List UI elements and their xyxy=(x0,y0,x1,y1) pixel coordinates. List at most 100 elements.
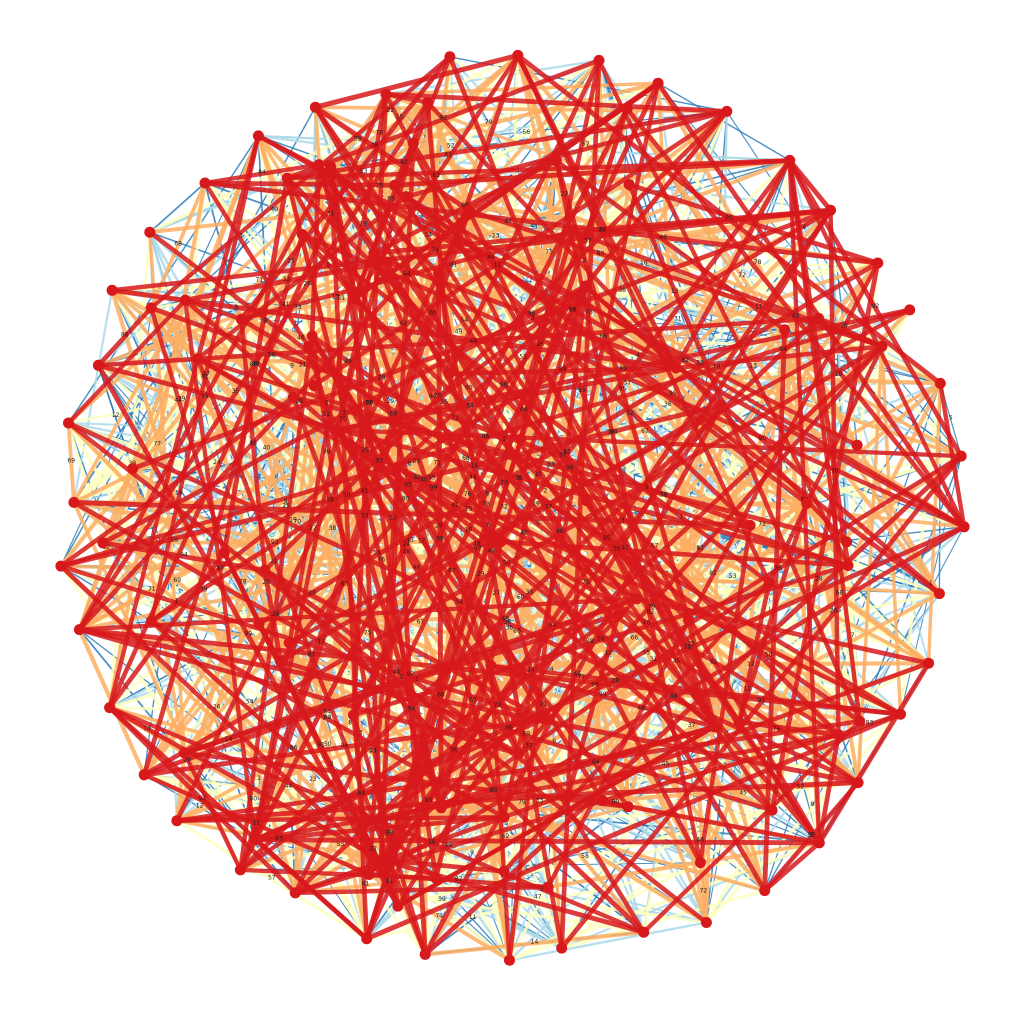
edge-weight-label: 13 xyxy=(671,288,679,295)
graph-node xyxy=(613,608,624,620)
edge-weight-label: 86 xyxy=(481,433,489,440)
edge-weight-label: 78 xyxy=(684,644,692,651)
edge-weight-label: 88 xyxy=(385,830,393,837)
edge-weight-label: 28 xyxy=(378,375,386,382)
graph-node xyxy=(485,660,497,672)
edge-weight-label: 5 xyxy=(327,262,331,269)
edge-weight-label: 86 xyxy=(290,745,298,752)
edge-weight-label: 83 xyxy=(216,565,224,572)
edge-weight-label: 45 xyxy=(469,474,477,481)
edge-weight-label: 51 xyxy=(322,411,330,418)
graph-edge xyxy=(292,394,848,545)
edge-weight-label: 64 xyxy=(779,346,787,353)
graph-edge xyxy=(262,569,283,662)
edge-weight-label: 61 xyxy=(444,152,452,159)
graph-edge xyxy=(396,209,833,908)
edge-weight-label: 25 xyxy=(361,447,369,454)
edge-weight-label: 84 xyxy=(258,169,266,176)
edge-weight-label: 21 xyxy=(413,458,421,465)
edge-weight-label: 27 xyxy=(369,748,377,755)
nodes-layer xyxy=(55,49,970,966)
graph-node xyxy=(623,179,635,191)
graph-edge xyxy=(204,180,395,188)
edge-weight-label: 76 xyxy=(377,556,385,563)
graph-node xyxy=(392,461,404,473)
graph-edge xyxy=(787,158,833,212)
edge-weight-label: 97 xyxy=(559,452,567,459)
edge-weight-label: 42 xyxy=(399,320,407,327)
edge-weight-label: 68 xyxy=(462,455,470,462)
edge-weight-label: 35 xyxy=(231,388,239,395)
graph-edge xyxy=(553,160,691,621)
edge-weight-label: 13 xyxy=(360,168,368,175)
graph-node xyxy=(63,417,74,429)
graph-edge xyxy=(311,384,521,755)
graph-edge xyxy=(143,344,884,777)
graph-edge xyxy=(221,177,290,554)
graph-edge xyxy=(371,252,494,544)
edge-weight-label: 74 xyxy=(435,912,443,919)
graph-node xyxy=(179,747,190,759)
graph-edge xyxy=(109,623,260,709)
graph-node xyxy=(138,769,150,781)
edge-weight-label: 34 xyxy=(466,402,474,409)
graph-node xyxy=(854,715,866,727)
edge-weight-label: 11 xyxy=(755,303,763,310)
edge-weight-label: 37 xyxy=(623,379,631,386)
graph-node xyxy=(274,655,286,667)
edge-weight-label: 27 xyxy=(492,590,500,597)
graph-edge xyxy=(380,857,645,935)
edge-weight-label: 58 xyxy=(607,429,615,436)
graph-edge xyxy=(673,159,792,370)
graph-edge xyxy=(278,109,729,663)
edge-weight-label: 78 xyxy=(585,309,593,316)
edge-weight-label: 19 xyxy=(532,501,540,508)
edge-weight-label: 34 xyxy=(424,231,432,238)
graph-edge xyxy=(301,59,600,236)
edge-weight-label: 81 xyxy=(709,570,717,577)
edge-weight-label: 91 xyxy=(386,878,394,885)
edge-weight-label: 50 xyxy=(503,560,511,567)
edge-weight-label: 82 xyxy=(400,159,408,166)
graph-node xyxy=(145,302,157,314)
edge-weight-label: 89 xyxy=(559,366,567,373)
graph-edge xyxy=(352,298,386,870)
edge-weight-label: 5 xyxy=(949,415,953,422)
edge-weight-label: 49 xyxy=(344,358,352,365)
graph-node xyxy=(106,284,118,296)
edge-weight-label: 26 xyxy=(537,341,545,348)
graph-edge xyxy=(787,159,964,458)
edge-weight-label: 82 xyxy=(647,609,655,616)
graph-node xyxy=(259,564,271,576)
edge-weight-label: 37 xyxy=(688,722,696,729)
edge-weight-label: 54 xyxy=(246,699,254,706)
graph-node xyxy=(361,933,373,945)
edge-weight-label: 12 xyxy=(196,802,204,809)
graph-node xyxy=(694,857,706,869)
graph-node xyxy=(313,159,325,171)
edge-weight-label: 36 xyxy=(505,624,513,631)
graph-node xyxy=(652,77,664,89)
edge-weight-label: 69 xyxy=(67,458,75,465)
edge-weight-label: 34 xyxy=(455,599,463,606)
edge-weight-label: 48 xyxy=(637,705,645,712)
edge-weight-label: 3 xyxy=(809,832,813,839)
graph-edge xyxy=(353,81,660,301)
graph-edge xyxy=(294,798,604,896)
edge-weight-label: 33 xyxy=(530,224,538,231)
edge-weight-label: 88 xyxy=(250,361,258,368)
edge-weight-label: 78 xyxy=(754,259,762,266)
graph-edge xyxy=(817,316,883,349)
edge-weight-label: 24 xyxy=(213,459,221,466)
edge-weight-label: 38 xyxy=(329,525,337,532)
graph-node xyxy=(539,713,551,725)
edge-weight-label: 72 xyxy=(700,888,708,895)
graph-node xyxy=(744,519,756,531)
edge-weight-label: 6 xyxy=(325,400,329,407)
edge-weight-label: 14 xyxy=(225,736,233,743)
edge-weight-label: 66 xyxy=(599,333,607,340)
edge-weight-label: 46 xyxy=(403,549,411,556)
edge-weight-label: 93 xyxy=(375,458,383,465)
edge-weight-label: 79 xyxy=(518,799,526,806)
graph-edge xyxy=(307,158,791,349)
